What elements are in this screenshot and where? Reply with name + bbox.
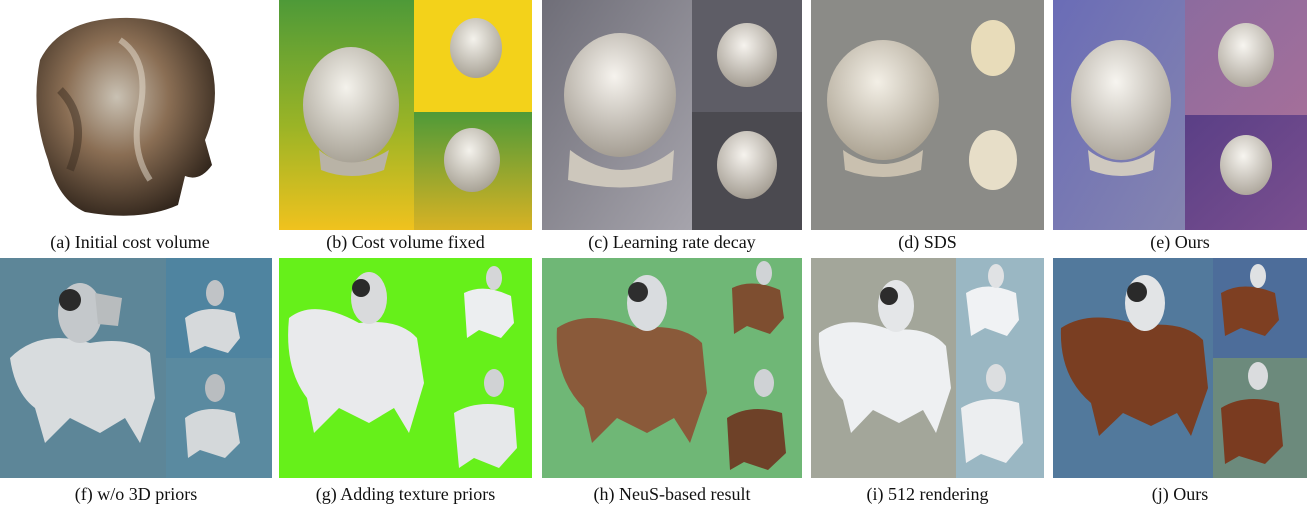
bust-sds-image <box>811 0 1044 230</box>
caption-j: (j) Ours <box>1151 484 1209 504</box>
caption-f: (f) w/o 3D priors <box>74 484 198 504</box>
astronaut-horse-g-image <box>279 258 532 478</box>
caption-d: (d) SDS <box>898 232 957 252</box>
caption-e: (e) Ours <box>1150 232 1210 252</box>
panel-g-adding-texture-priors <box>279 258 532 478</box>
panel-i-512-rendering <box>811 258 1044 478</box>
panel-e-ours <box>1053 0 1307 230</box>
astronaut-horse-h-image <box>542 258 802 478</box>
panel-h-neus-based-result <box>542 258 802 478</box>
caption-h: (h) NeuS-based result <box>593 484 751 504</box>
astronaut-horse-f-image <box>0 258 272 478</box>
panel-c-learning-rate-decay <box>542 0 802 230</box>
caption-c: (c) Learning rate decay <box>588 232 756 252</box>
astronaut-horse-i-image <box>811 258 1044 478</box>
caption-i: (i) 512 rendering <box>866 484 989 504</box>
panel-a-initial-cost-volume <box>0 0 260 230</box>
bust-grey-image <box>542 0 802 230</box>
caption-g: (g) Adding texture priors <box>315 484 496 504</box>
caption-a: (a) Initial cost volume <box>50 232 210 252</box>
bust-rough-image <box>0 0 260 230</box>
caption-b: (b) Cost volume fixed <box>326 232 485 252</box>
panel-j-ours <box>1053 258 1307 478</box>
panel-b-cost-volume-fixed <box>279 0 532 230</box>
astronaut-horse-j-image <box>1053 258 1307 478</box>
bust-yellow-green-image <box>279 0 532 230</box>
panel-f-without-3d-priors <box>0 258 272 478</box>
bust-ours-image <box>1053 0 1307 230</box>
panel-d-sds <box>811 0 1044 230</box>
